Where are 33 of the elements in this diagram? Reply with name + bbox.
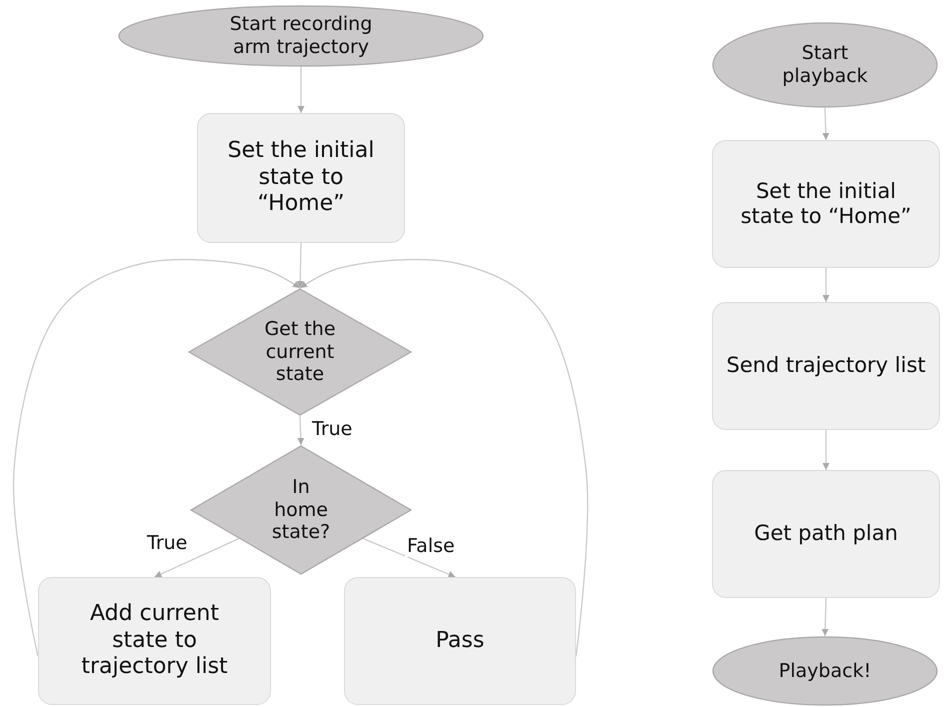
arrow — [822, 430, 830, 470]
arrow — [13, 258, 300, 656]
arrow — [297, 416, 304, 446]
node-label: Get the current state — [263, 318, 337, 386]
arrow — [154, 538, 240, 578]
terminal-ellipse — [118, 5, 484, 67]
terminal-ellipse — [712, 22, 938, 108]
arrow — [298, 67, 304, 113]
process-box — [38, 577, 271, 705]
node-label: Send trajectory list — [726, 353, 926, 379]
arrow — [822, 268, 830, 302]
node-label: In home state? — [270, 476, 332, 544]
node-label: Pass — [436, 628, 484, 654]
arrow — [296, 242, 304, 288]
edge-label: False — [405, 535, 457, 557]
node-label: Start playback — [781, 42, 869, 88]
arrow — [300, 258, 588, 656]
node-label: Set the initial state to “Home” — [226, 138, 376, 218]
process-box — [344, 577, 576, 705]
process-box — [712, 302, 940, 430]
decision-diamond — [188, 288, 412, 416]
arrow — [362, 538, 456, 578]
process-box — [712, 470, 940, 598]
node-label: Set the initial state to “Home” — [740, 178, 912, 230]
arrow — [822, 108, 830, 140]
node-label: Start recording arm trajectory — [228, 13, 374, 59]
node-label: Add current state to trajectory list — [80, 601, 229, 681]
node-label: Playback! — [778, 660, 872, 682]
process-box — [197, 113, 405, 243]
arrow — [822, 598, 829, 636]
process-box — [712, 140, 940, 268]
node-label: Get path plan — [754, 521, 898, 547]
terminal-ellipse — [712, 636, 938, 706]
